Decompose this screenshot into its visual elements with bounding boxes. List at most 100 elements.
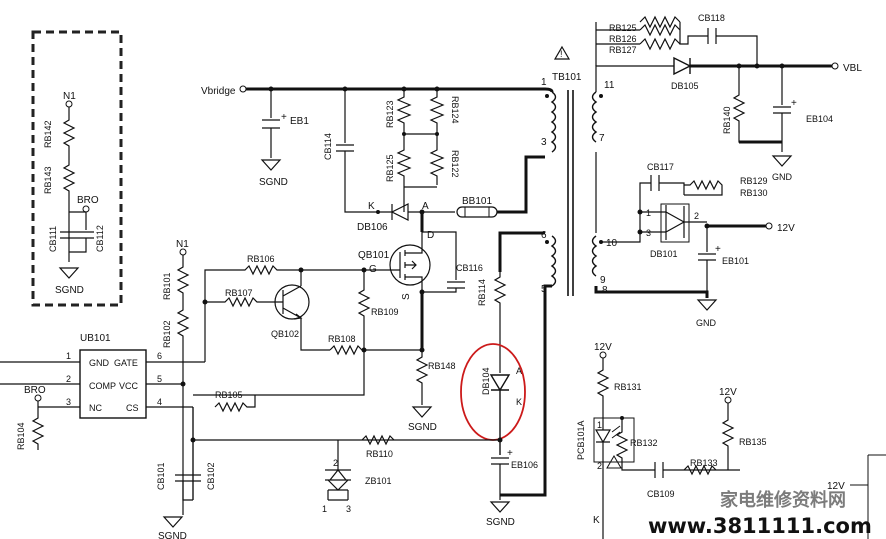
comp-pin-label: COMP	[89, 381, 116, 391]
ground-icon	[772, 155, 792, 167]
vbridge-label: Vbridge	[201, 86, 236, 97]
zb-pin2: 2	[333, 458, 338, 468]
pin6-label: 6	[541, 230, 547, 241]
ub-pin2: 2	[66, 374, 71, 384]
a-db104: A	[516, 366, 522, 376]
rb135-label: RB135	[739, 437, 767, 447]
db105-label: DB105	[671, 81, 699, 91]
pin7-label: 7	[599, 133, 605, 144]
transformer-tb101: 1 3 6 5 11 7 10 9 8 TB101 !	[498, 45, 618, 497]
cb102-label: CB102	[206, 462, 216, 490]
rb123-label: RB123	[385, 100, 395, 128]
rb106-label: RB106	[247, 254, 275, 264]
eb101-label: EB101	[722, 256, 749, 266]
cb116-label: CB116	[456, 263, 483, 273]
eb101-plus: +	[715, 244, 721, 255]
v12v-c-label: 12V	[827, 481, 845, 492]
pin9-label: 9	[600, 275, 606, 286]
rb142-rb143-resistors	[62, 107, 76, 238]
bb101-label: BB101	[462, 196, 492, 207]
ground-icon	[59, 267, 79, 279]
n1-mid-label: N1	[176, 239, 189, 250]
eb1-label: EB1	[290, 116, 309, 127]
watermark: 家电维修资料网 www.3811111.com	[648, 489, 872, 538]
aux-supply: RB114 DB104 A K RB110 + EB106 SGND 2 1 3…	[190, 272, 538, 528]
sgnd-eb106-label: SGND	[486, 517, 515, 528]
rb125-top-label: RB125	[609, 23, 637, 33]
v12-output: CB117 RB129 RB130 1 3 2 DB101 12V + EB10…	[594, 162, 795, 328]
eb106-label: EB106	[511, 460, 538, 470]
cb112-label: CB112	[95, 225, 105, 252]
sgnd-eb1-label: SGND	[259, 177, 288, 188]
rb129-label: RB129	[740, 176, 768, 186]
sgnd-rb148-label: SGND	[408, 422, 437, 433]
k-bottom-label: K	[593, 515, 600, 526]
nc-pin-label: NC	[89, 403, 102, 413]
highlight-circle	[460, 343, 526, 441]
zb-pin3: 3	[346, 504, 351, 514]
mosfet-qb101: QB101 G D S CB116 RB148 SGND	[358, 212, 483, 433]
gate-pin-label: GATE	[114, 358, 138, 368]
eb106-plus: +	[507, 448, 513, 459]
pc-pin1: 1	[597, 420, 602, 430]
pcb101a-label: PCB101A	[576, 420, 586, 460]
ub-pin6: 6	[157, 351, 162, 361]
bro-divider-subcircuit: N1 RB142 RB143 BRO CB111 CB112 SGND	[31, 30, 123, 307]
rb131-label: RB131	[614, 382, 642, 392]
qb102-label: QB102	[271, 329, 299, 339]
gnd-right-label: GND	[772, 172, 793, 182]
d101-pin1: 1	[646, 208, 651, 218]
rb104-label: RB104	[16, 422, 26, 450]
rb140-label: RB140	[722, 106, 732, 134]
feedback-optocoupler: 12V RB131 RB132 PCB101A 1 2 CB109 RB133 …	[576, 342, 886, 539]
cb114-label: CB114	[323, 133, 333, 160]
gate-drive: RB106 RB107 QB102 RB108 RB109 RB105	[192, 254, 422, 500]
ground-icon	[412, 406, 432, 418]
cb111-label: CB111	[48, 226, 58, 252]
ub-pin5: 5	[157, 374, 162, 384]
vcc-pin-label: VCC	[119, 381, 139, 391]
ub-pin3: 3	[66, 397, 71, 407]
ub101-controller: UB101 GND GATE COMP VCC NC CS 1 2 3 4 5 …	[0, 333, 205, 450]
rb109-label: RB109	[371, 307, 399, 317]
rb102-label: RB102	[162, 320, 172, 348]
rb125-label: RB125	[385, 154, 395, 182]
rb133-label: RB133	[690, 458, 718, 468]
tb101-label: TB101	[552, 72, 582, 83]
eb1-plus: +	[281, 112, 287, 123]
v12v-b-label: 12V	[719, 387, 737, 398]
rb105-label: RB105	[215, 390, 243, 400]
gnd-bottom-label: GND	[696, 318, 717, 328]
db106-snubber: K A DB106 BB101	[357, 155, 545, 233]
rb107-label: RB107	[225, 288, 253, 298]
startup-resistors: N1 RB101 RB102 CB101 CB102 SGND	[156, 239, 216, 539]
v12v-a-label: 12V	[594, 342, 612, 353]
pin1-label: 1	[541, 77, 547, 88]
ground-icon	[261, 159, 281, 171]
rb132-label: RB132	[630, 438, 658, 448]
ub-pin4: 4	[157, 397, 162, 407]
ground-icon	[163, 516, 183, 528]
pin10-label: 10	[606, 238, 618, 249]
rb126-label: RB126	[609, 34, 637, 44]
cb109-label: CB109	[647, 489, 675, 499]
v12v-label: 12V	[777, 223, 795, 234]
sgnd-label-box: SGND	[55, 285, 84, 296]
eb104-label: EB104	[806, 114, 833, 124]
ground-icon	[490, 501, 510, 513]
eb104-plus: +	[791, 98, 797, 109]
rb114-label: RB114	[477, 279, 487, 306]
rb124-label: RB124	[450, 96, 460, 124]
rb148-label: RB148	[428, 361, 456, 371]
d-pin-label: D	[427, 230, 434, 241]
db101-label: DB101	[650, 249, 678, 259]
ub-pin1: 1	[66, 351, 71, 361]
rb142-label: RB142	[43, 120, 53, 148]
pin3-label: 3	[541, 137, 547, 148]
bro-left-label: BRO	[24, 385, 46, 396]
d101-pin2: 2	[694, 211, 699, 221]
pin11-label: 11	[604, 80, 615, 91]
cs-pin-label: CS	[126, 403, 139, 413]
warning-icon	[553, 45, 571, 60]
